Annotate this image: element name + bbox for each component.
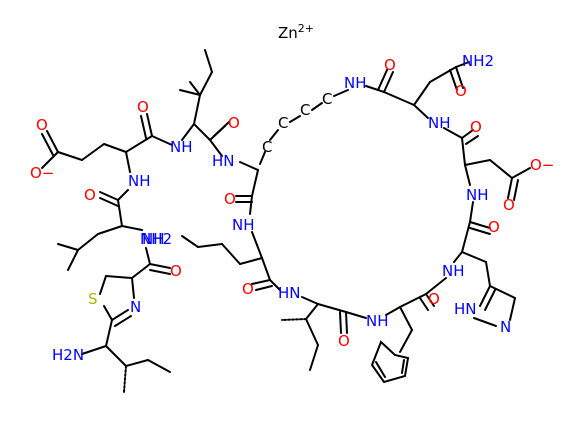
oxygen-label-ring-left: O [224,190,236,208]
carboxylate-label-right: O− [530,156,554,174]
bond-network [41,49,531,393]
nh-label-ring-left: NH [232,216,255,234]
nh-label-phe: NH [366,312,389,330]
oxygen-label-asp-backbone: O [488,218,500,236]
h2n-label-ile: H2N [52,346,84,364]
oxygen-label-glu-carbonyl: O [36,116,48,134]
nh-label-glu: NH [128,172,151,190]
nh-label-top: NH [344,74,367,92]
oxygen-label-thiazoline: O [170,262,182,280]
hn-label-ile-upper: HN [212,152,235,170]
oxygen-label-orn-backbone: O [242,280,254,298]
nh-label-ile-left: NH [170,138,193,156]
oxygen-label-ile-upper: O [228,114,240,132]
imidazole-hn-label: HN [454,300,477,318]
oxygen-label-leu-backbone: O [84,186,96,204]
nh-label-leu: NH [142,230,165,248]
oxygen-label-his-backbone: O [428,290,440,308]
imidazole-n-label: N [500,318,511,336]
carbon-label-3: C [278,114,288,132]
thiazoline-n-label: N [130,298,141,316]
oxygen-label-top-amide: O [384,56,396,74]
atom-labels: Zn2+ NH2 O NH O C C C C NH O O− O NH O N… [30,22,554,364]
oxygen-label-asp-carbonyl: O [503,196,515,214]
oxygen-label-asn-backbone: O [470,118,482,136]
thiazoline-s-label: S [88,290,98,308]
nh-label-asp: NH [466,186,489,204]
lysine-nh2-label: NH2 [140,230,172,248]
oxygen-label-glu-backbone: O [137,98,149,116]
nh-label-asn: NH [428,114,451,132]
oxygen-label-ile-backbone: O [338,332,350,350]
asn-amide-nh2-label: NH2 [462,52,494,70]
oxygen-label-asn-amide: O [455,82,467,100]
carbon-label-1: C [322,90,332,108]
carbon-label-4: C [262,138,272,156]
nh-label-his: NH [442,262,465,280]
carbon-label-2: C [300,101,310,119]
zinc-ion-label: Zn2+ [278,22,314,42]
carboxylate-label-left: O− [30,164,54,182]
hn-label-ile: HN [278,284,301,302]
